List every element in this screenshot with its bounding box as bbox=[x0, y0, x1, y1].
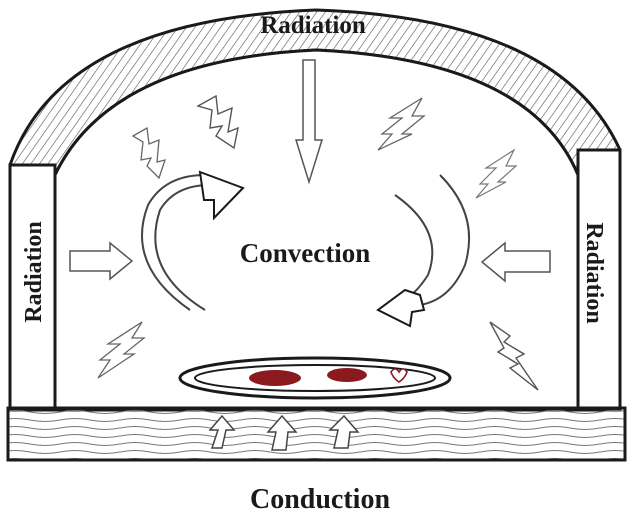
right-wall-panel bbox=[576, 148, 622, 412]
dome-inner-fill bbox=[53, 48, 580, 412]
conduction-label: Conduction bbox=[250, 484, 390, 515]
heart-icon bbox=[390, 368, 408, 383]
oven-dome bbox=[8, 8, 622, 412]
lightning-bolt-icon bbox=[196, 94, 239, 150]
pizza-topping bbox=[249, 370, 301, 386]
top-radiation-arrow bbox=[294, 59, 324, 185]
conduction-arrow-center bbox=[266, 414, 298, 451]
convection-arrow-left bbox=[141, 170, 245, 311]
left-radiation-arrow bbox=[69, 241, 134, 281]
lightning-bolt-icon bbox=[377, 97, 426, 151]
oven-floor bbox=[6, 406, 627, 462]
lightning-bolt-icon bbox=[475, 148, 518, 199]
lightning-bolt-icon bbox=[489, 321, 539, 391]
radiation-label-left: Radiation bbox=[21, 221, 47, 322]
lightning-bolt-icon bbox=[131, 126, 166, 180]
convection-arrow-right bbox=[376, 174, 471, 328]
convection-label: Convection bbox=[240, 238, 371, 268]
conduction-arrow-left bbox=[208, 414, 236, 449]
radiation-label-top: Radiation bbox=[260, 12, 366, 39]
pizza bbox=[178, 356, 452, 400]
pizza-topping bbox=[327, 368, 367, 382]
radiation-label-right: Radiation bbox=[581, 222, 607, 323]
right-radiation-arrow bbox=[480, 241, 551, 283]
left-wall-panel bbox=[8, 163, 57, 412]
lightning-bolt-icon bbox=[97, 321, 146, 379]
conduction-arrow-right bbox=[328, 414, 360, 449]
pizza-inner-rim bbox=[194, 364, 436, 392]
